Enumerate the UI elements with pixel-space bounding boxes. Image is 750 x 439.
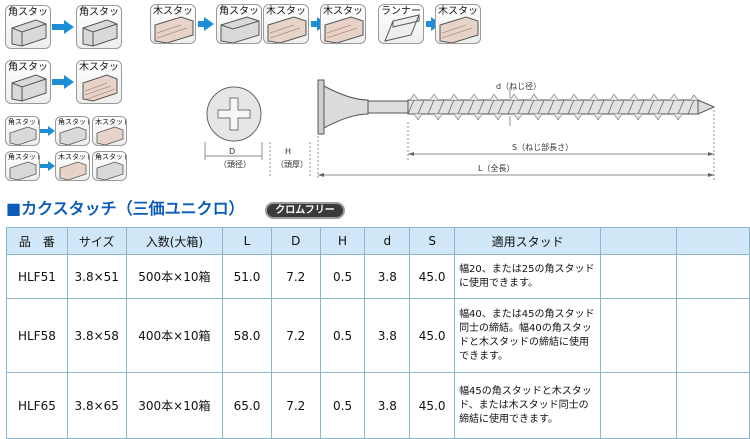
moku-stud-icon: 木スタッド <box>150 4 196 44</box>
arrow-right-icon <box>64 75 74 89</box>
dim-D-letter: D <box>229 147 236 156</box>
cell-usage: 幅45の角スタッドと木スタッド、または木スタッド同士の締結に使用できます。 <box>454 372 602 439</box>
cell-D: 7.2 <box>270 254 321 299</box>
dim-D-label: （頭径） <box>219 160 251 169</box>
cell-usage: 幅40、または45の角スタッド同士の締結。幅40の角スタッドと木スタッドの締結に… <box>454 298 602 373</box>
moku-stud-icon: 木スタッド <box>92 116 127 146</box>
table-row: HLF65 3.8×65 300本×10箱 65.0 7.2 0.5 3.8 4… <box>6 372 750 439</box>
col-header-qty: 入数(大箱) <box>125 227 224 255</box>
spec-table: 品 番 サイズ 入数(大箱) L D H d S 適用スタッド HLF51 3.… <box>6 227 750 439</box>
kaku-stud-icon: 角スタッド <box>5 151 40 181</box>
icon-label: 木スタッド <box>58 153 90 161</box>
cell-D: 7.2 <box>270 372 321 439</box>
icon-label: 角スタッド <box>95 153 127 161</box>
screw-side-icon <box>317 79 716 180</box>
arrow-right-icon <box>204 17 214 31</box>
cell-d: 3.8 <box>364 372 411 439</box>
icon-label: 角スタッド <box>8 118 40 126</box>
icon-label: 木スタッド <box>323 6 365 17</box>
chrome-free-badge: クロムフリー <box>265 202 345 219</box>
arrow-right-icon <box>48 126 55 136</box>
icon-label: 角スタッド <box>58 118 90 126</box>
col-header-blank <box>600 227 678 255</box>
dim-H-label: （頭厚） <box>276 160 308 169</box>
moku-stud-icon: 木スタッド <box>263 4 309 44</box>
arrow-right-icon <box>48 161 55 171</box>
cell-H: 0.5 <box>319 254 366 299</box>
runner-icon: ランナー <box>378 4 424 44</box>
screw-head-icon <box>206 86 262 142</box>
col-header-blank <box>676 227 750 255</box>
cell-d: 3.8 <box>364 298 411 373</box>
cell-qty: 500本×10箱 <box>125 254 224 299</box>
icon-label: 角スタッド <box>8 62 50 73</box>
cell-blank <box>600 372 678 439</box>
cell-L: 65.0 <box>222 372 272 439</box>
icon-label: 角スタッド <box>79 7 121 18</box>
kaku-stud-icon: 角スタッド <box>5 5 51 49</box>
icon-label: 木スタッド <box>266 6 308 17</box>
icon-label: 角スタッド <box>8 153 40 161</box>
dim-L-label: L（全長） <box>478 164 515 173</box>
icon-label: 木スタッド <box>95 118 127 126</box>
cell-S: 45.0 <box>409 298 456 373</box>
kaku-stud-icon: 角スタッド <box>5 60 51 104</box>
moku-stud-icon: 木スタッド <box>320 4 366 44</box>
col-header-L: L <box>222 227 272 255</box>
cell-D: 7.2 <box>270 298 321 373</box>
col-header-code: 品 番 <box>6 227 68 255</box>
kaku-stud-icon: 角スタッド <box>92 151 127 181</box>
cell-blank <box>600 254 678 299</box>
cell-H: 0.5 <box>319 372 366 439</box>
arrow-right-icon <box>64 20 74 34</box>
cell-code: HLF51 <box>6 254 68 299</box>
cell-size: 3.8×65 <box>66 372 127 439</box>
kaku-stud-icon: 角スタッド <box>55 116 90 146</box>
col-header-usage: 適用スタッド <box>454 227 602 255</box>
dim-H-letter: H <box>285 147 292 156</box>
cell-L: 58.0 <box>222 298 272 373</box>
col-header-S: S <box>409 227 456 255</box>
icon-label: 木スタッド <box>79 62 121 73</box>
cell-d: 3.8 <box>364 254 411 299</box>
cell-code: HLF65 <box>6 372 68 439</box>
col-header-size: サイズ <box>66 227 127 255</box>
kaku-stud-icon: 角スタッド <box>76 5 122 49</box>
cell-qty: 400本×10箱 <box>125 298 224 373</box>
moku-stud-icon: 木スタッド <box>76 60 122 104</box>
icon-label: 木スタッド <box>153 6 195 17</box>
icon-label: 角スタッド <box>219 6 261 17</box>
dim-S-label: S（ねじ部長さ） <box>512 143 574 152</box>
kaku-stud-icon: 角スタッド <box>216 4 262 44</box>
cell-blank <box>676 254 750 299</box>
cell-S: 45.0 <box>409 254 456 299</box>
cell-usage: 幅20、または25の角スタッドに使用できます。 <box>454 254 602 299</box>
icon-label: 角スタッド <box>8 7 50 18</box>
cell-size: 3.8×58 <box>66 298 127 373</box>
col-header-D: D <box>270 227 321 255</box>
cell-qty: 300本×10箱 <box>125 372 224 439</box>
table-row: HLF58 3.8×58 400本×10箱 58.0 7.2 0.5 3.8 4… <box>6 298 750 373</box>
cell-L: 51.0 <box>222 254 272 299</box>
section-title: ■カクスタッチ（三価ユニクロ） <box>6 199 245 218</box>
cell-S: 45.0 <box>409 372 456 439</box>
cell-code: HLF58 <box>6 298 68 373</box>
cell-blank <box>676 298 750 373</box>
table-header-row: 品 番 サイズ 入数(大箱) L D H d S 適用スタッド <box>6 227 750 255</box>
cell-H: 0.5 <box>319 298 366 373</box>
head-dimension-lines <box>204 142 311 176</box>
cell-size: 3.8×51 <box>66 254 127 299</box>
table-row: HLF51 3.8×51 500本×10箱 51.0 7.2 0.5 3.8 4… <box>6 254 750 299</box>
icon-label: ランナー <box>381 6 421 17</box>
kaku-stud-icon: 角スタッド <box>5 116 40 146</box>
col-header-H: H <box>319 227 366 255</box>
cell-blank <box>600 298 678 373</box>
cell-blank <box>676 372 750 439</box>
moku-stud-icon: 木スタッド <box>55 151 90 181</box>
icon-label: 木スタッド <box>438 6 480 17</box>
dim-d-label: d（ねじ径） <box>496 82 542 91</box>
moku-stud-icon: 木スタッド <box>435 4 481 44</box>
col-header-d: d <box>364 227 411 255</box>
